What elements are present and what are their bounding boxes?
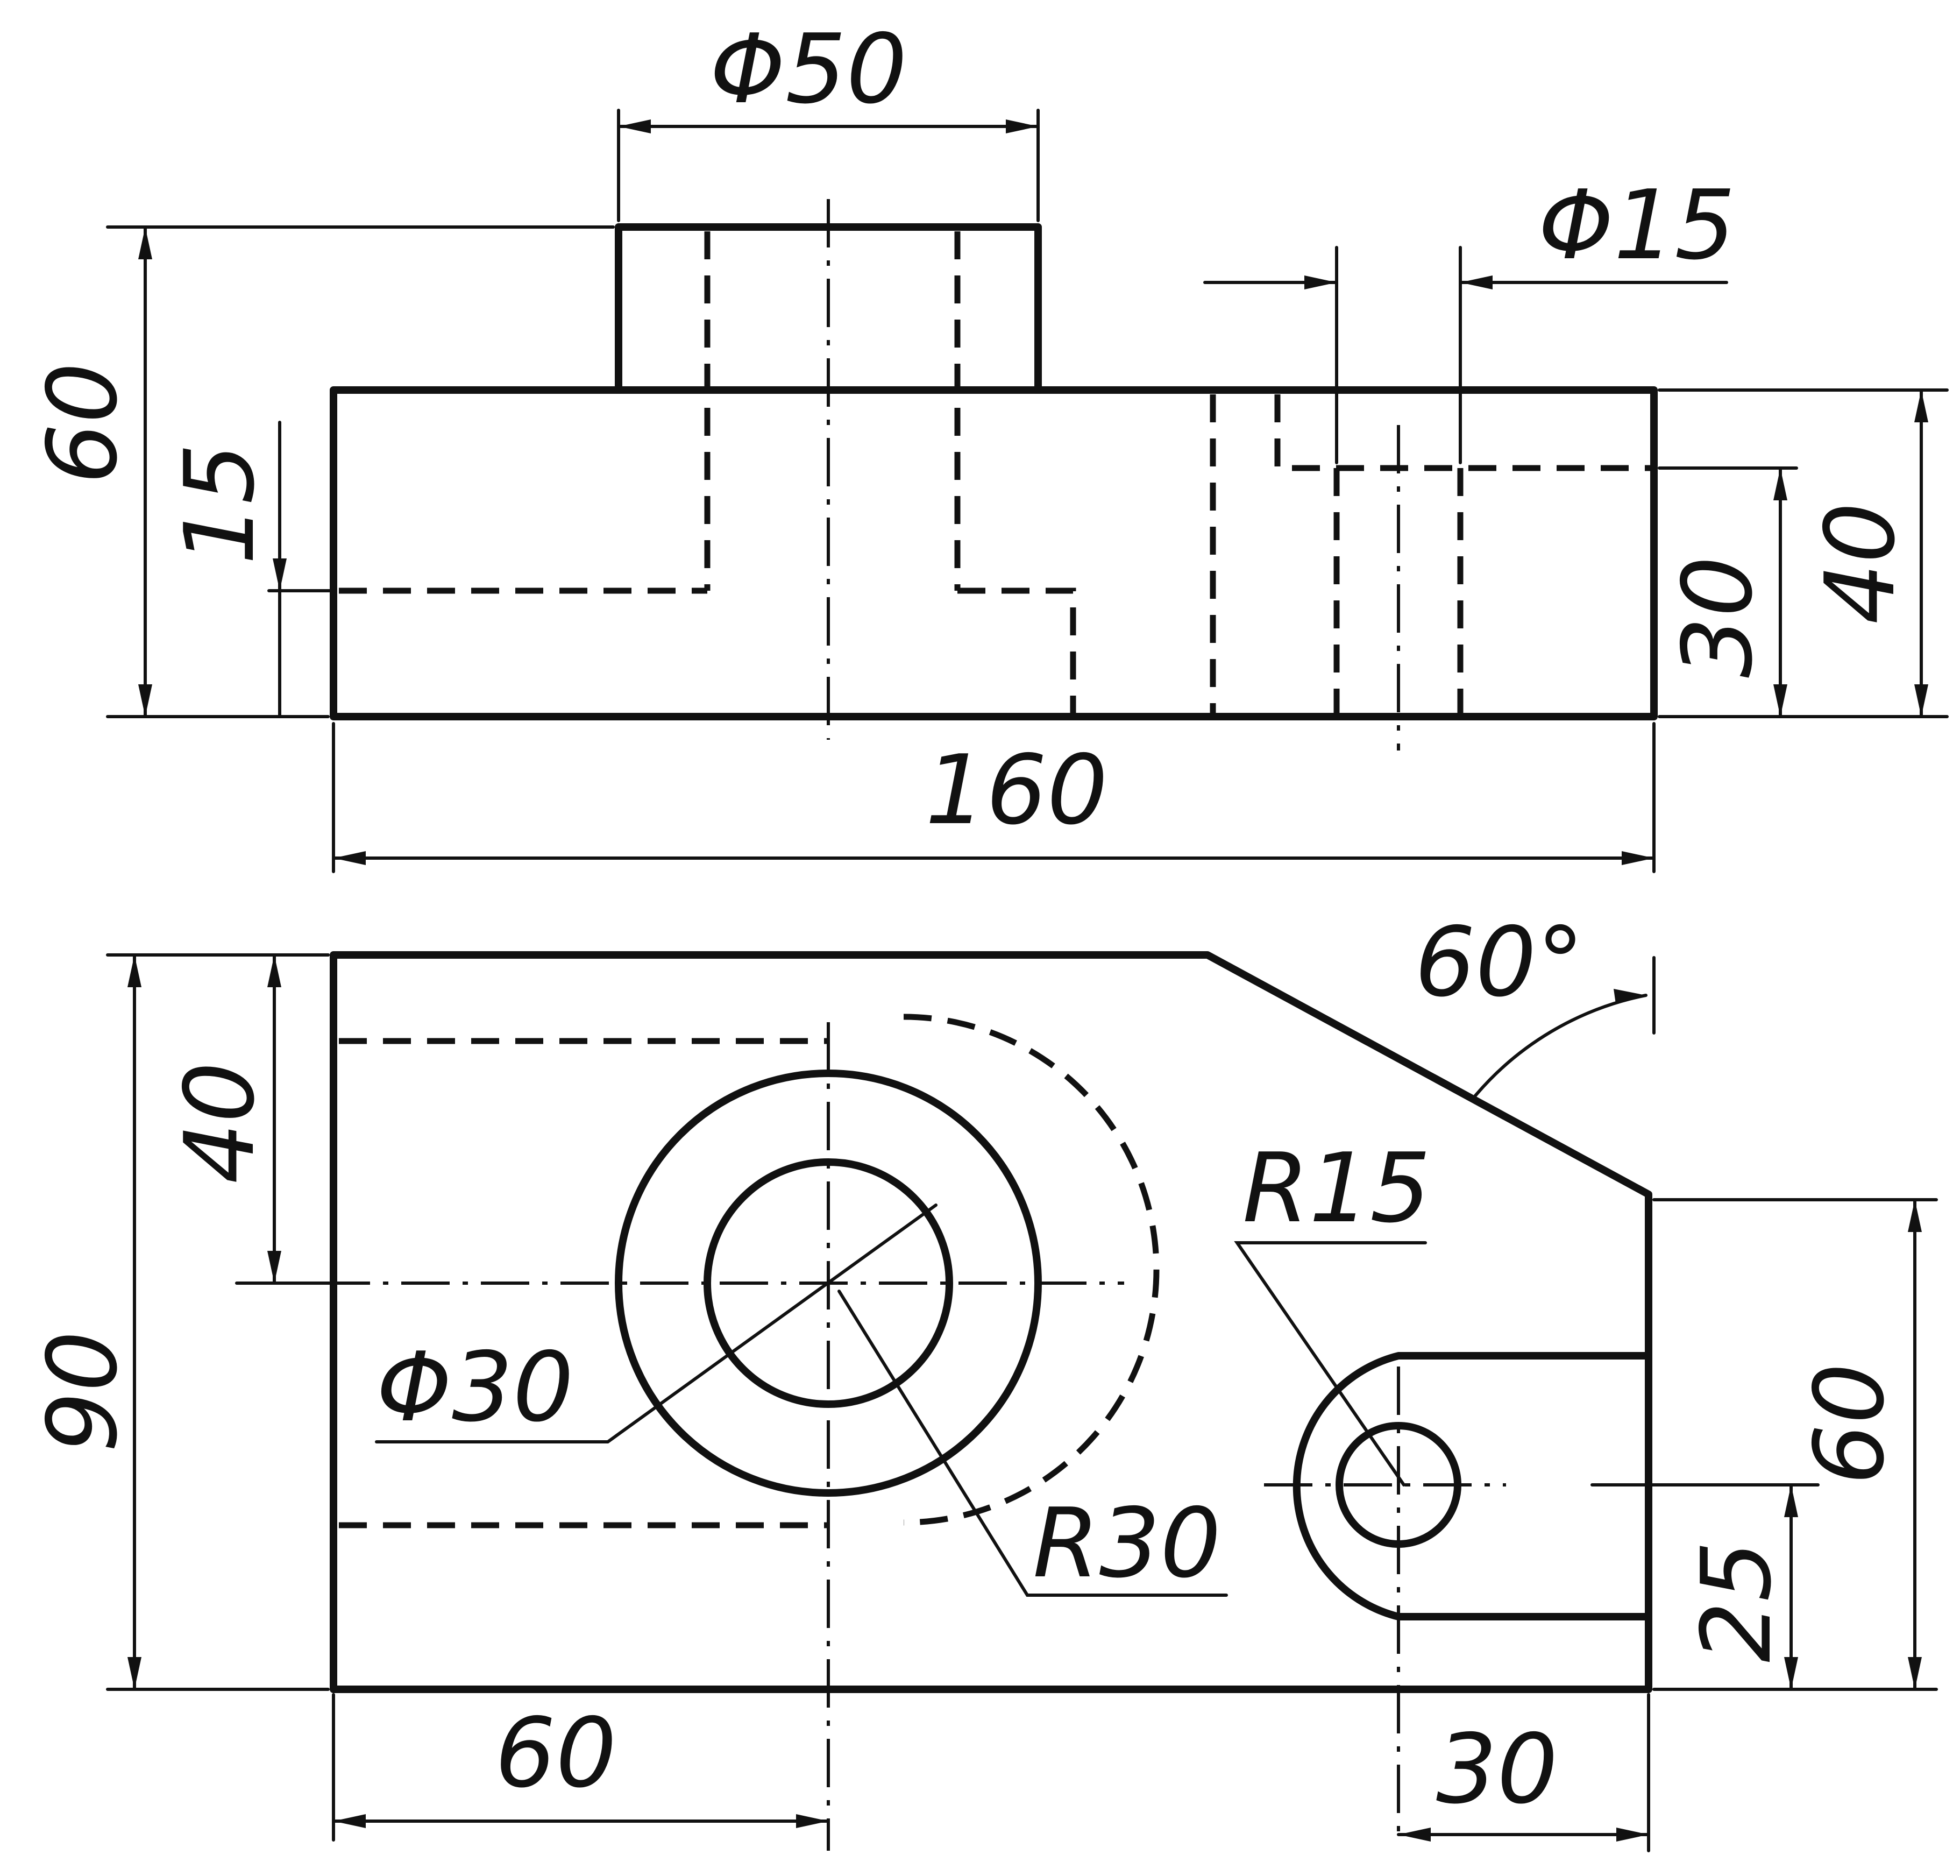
dim-phi15-lines (1203, 246, 1728, 464)
dim-lug-60-arrow-bottom (1908, 1657, 1922, 1689)
front-view-bore-hidden-lines (704, 231, 961, 591)
dim-base-40-arrow-top (1914, 390, 1928, 422)
dim-r30-leader (837, 1290, 1228, 1597)
dim-r30-label: R30 (1033, 1488, 1221, 1599)
dim-recess-15-label: 15 (164, 443, 275, 565)
dim-phi50-lines (617, 109, 1040, 222)
dim-base-40-arrow-bottom (1914, 684, 1928, 717)
dim-phi15-label: Φ15 (1538, 169, 1736, 281)
dim-phi50-label: Φ50 (710, 13, 907, 125)
dim-lug-60-arrow-top (1908, 1200, 1922, 1232)
dim-depth-30-label: 30 (1662, 556, 1773, 678)
dim-depth-40-arrow-bottom (267, 1251, 281, 1283)
dim-depth-40-arrow-top (267, 955, 281, 987)
dim-bore-60-lines (332, 1693, 830, 1842)
dim-length-160-arrow-left (333, 851, 366, 865)
dim-depth-30-arrow-bottom (1773, 684, 1787, 717)
dim-lug-30-lines (1397, 1693, 1650, 1852)
dim-angle-60-label: 60° (1415, 907, 1585, 1018)
dim-bore-60-arrow-left (333, 1814, 366, 1828)
dim-height-60-lines (106, 225, 615, 718)
dim-lug-30-label: 30 (1436, 1714, 1558, 1825)
dim-width-90-arrow-top (127, 955, 141, 987)
top-view-boss-hidden-arc (903, 1014, 1160, 1526)
dim-lug-60-label: 60 (1794, 1363, 1905, 1485)
top-view-recess-hidden-lines (339, 1038, 828, 1528)
dim-lug-60-lines (1652, 1198, 1938, 1691)
dim-lug-30-arrow-right (1616, 1828, 1649, 1842)
dim-offset-25-arrow-top (1784, 1485, 1798, 1517)
front-view-base-outline (330, 386, 1658, 720)
dim-phi15-arrow-left (1304, 275, 1337, 289)
dim-height-60-label: 60 (27, 363, 138, 485)
dim-offset-25-lines (1590, 1483, 1820, 1691)
front-view-recess-hidden-line (339, 587, 1076, 713)
dim-length-160-label: 160 (925, 734, 1108, 846)
dim-phi15-arrow-right (1460, 275, 1493, 289)
dim-length-160-lines (332, 722, 1656, 873)
dim-height-60-arrow-top (138, 227, 152, 259)
dim-base-40-label: 40 (1805, 502, 1916, 625)
dim-depth-40-label: 40 (164, 1062, 275, 1184)
dim-bore-60-label: 60 (495, 1697, 617, 1809)
front-view-counterbore-hidden-lines (1274, 394, 1651, 471)
dim-width-90-label: 90 (27, 1331, 138, 1453)
dim-recess-15-arrow (273, 558, 287, 591)
dim-phi30-label: Φ30 (377, 1332, 574, 1443)
dim-offset-25-arrow-bottom (1784, 1657, 1798, 1689)
dim-r15-label: R15 (1242, 1132, 1431, 1244)
dim-depth-30-arrow-top (1773, 468, 1787, 500)
front-view: Φ50 Φ15 60 15 160 30 40 (27, 13, 1949, 873)
dim-bore-60-arrow-right (796, 1814, 828, 1828)
dim-angle-60-arrow (1614, 989, 1646, 1004)
dim-length-160-arrow-right (1622, 851, 1654, 865)
dim-base-40-lines (1658, 388, 1949, 718)
dim-lug-30-arrow-left (1398, 1828, 1431, 1842)
dim-phi50-arrow-left (619, 119, 651, 133)
front-view-hole-hidden-lines (1333, 468, 1464, 713)
dim-r15-leader (1234, 1241, 1427, 1486)
dim-width-90-arrow-bottom (127, 1657, 141, 1689)
dim-phi30-leader (375, 1204, 938, 1443)
top-view-outline (330, 951, 1652, 1693)
dim-height-60-arrow-bottom (138, 684, 152, 717)
dim-width-90-lines (106, 953, 330, 1691)
dim-phi50-arrow-right (1006, 119, 1038, 133)
top-view: 60° 40 90 Φ30 R30 R15 60 25 60 (27, 907, 1938, 1852)
dim-offset-25-label: 25 (1681, 1541, 1792, 1663)
dim-depth-30-lines (1658, 466, 1798, 718)
